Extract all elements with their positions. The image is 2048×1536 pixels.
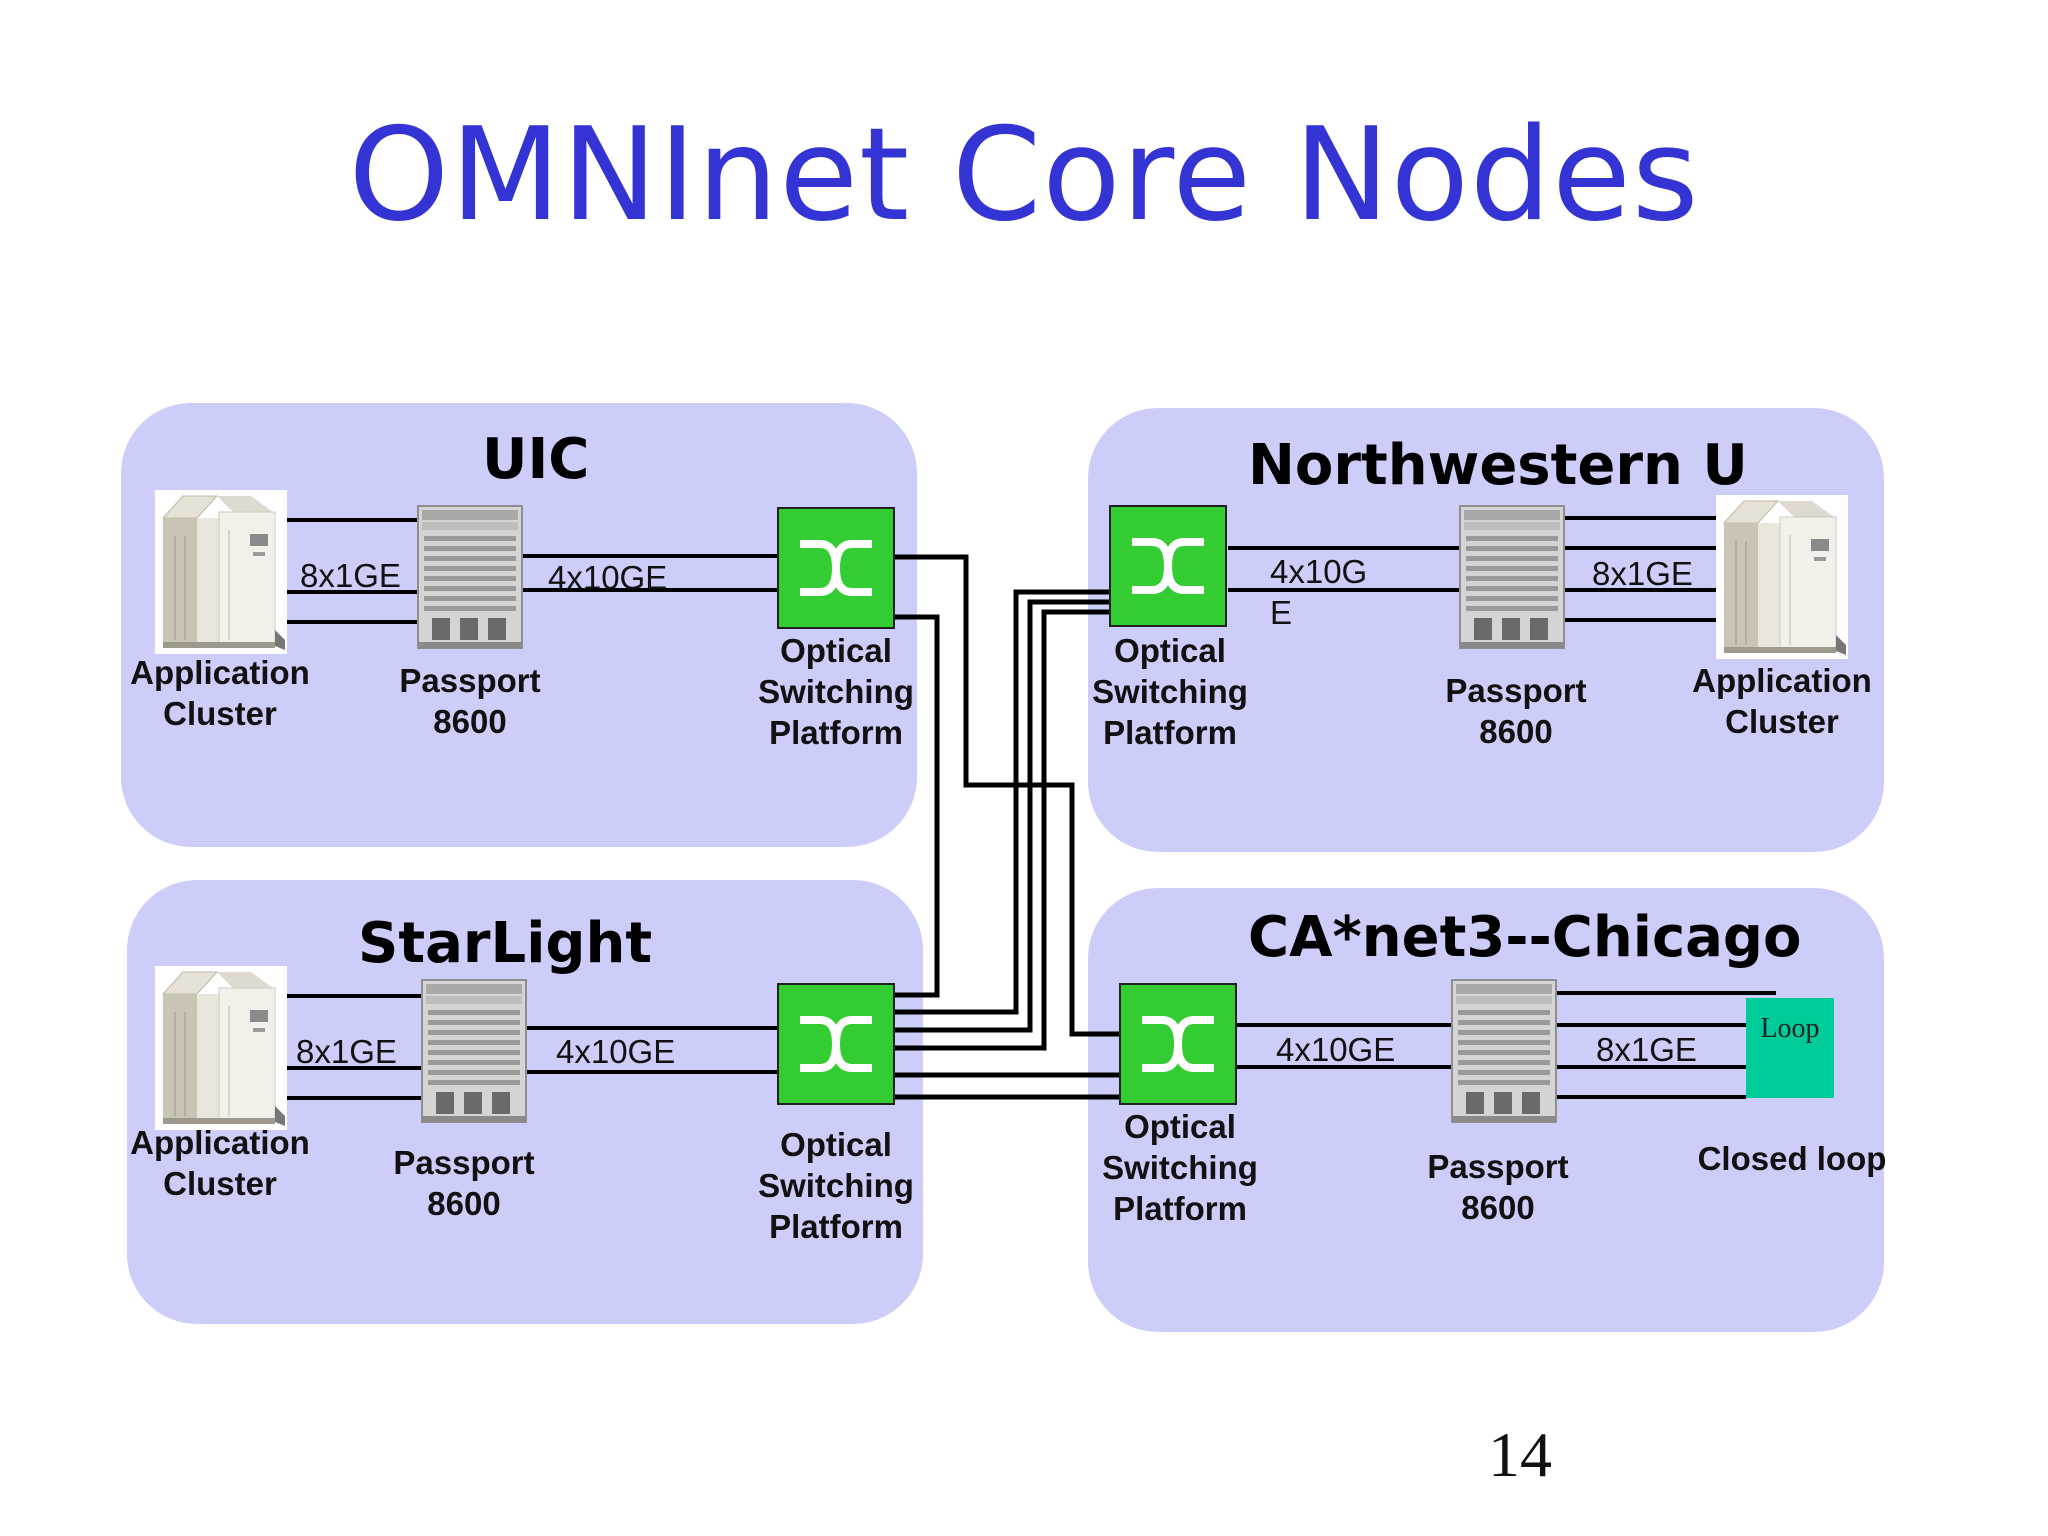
canet-links xyxy=(1236,991,1776,1099)
uic-links xyxy=(287,518,778,624)
canet-passport-8600-icon xyxy=(1451,979,1557,1123)
page-number: 14 xyxy=(1488,1419,1552,1490)
loop-box: Loop xyxy=(1746,998,1834,1098)
northwestern-application-cluster-icon xyxy=(1715,494,1849,660)
uic-application-cluster-icon xyxy=(154,489,288,655)
uic-link-4x10ge: 4x10GE xyxy=(548,559,668,596)
canet-link-4x10ge: 4x10GE xyxy=(1276,1031,1396,1068)
site-northwestern-name: Northwestern U xyxy=(1248,433,1748,498)
canet-closed-loop-label: Closed loop xyxy=(1697,1140,1887,1177)
starlight-application-cluster-icon xyxy=(154,965,288,1131)
loop-box-label: Loop xyxy=(1760,1013,1820,1044)
northwestern-passport-8600-icon xyxy=(1459,505,1565,649)
northwestern-link-8x1ge: 8x1GE xyxy=(1592,555,1693,592)
northwestern-link-4x10ge-line2: E xyxy=(1270,594,1293,631)
northwestern-links xyxy=(1228,516,1716,622)
uic-passport-8600-icon xyxy=(417,505,523,649)
starlight-link-8x1ge: 8x1GE xyxy=(296,1033,397,1070)
site-canet-name: CA*net3--Chicago xyxy=(1248,905,1802,970)
starlight-passport-8600-icon xyxy=(421,979,527,1123)
starlight-links xyxy=(287,994,778,1100)
slide-title: OMNInet Core Nodes xyxy=(348,101,1700,250)
site-uic-name: UIC xyxy=(482,427,590,492)
canet-link-8x1ge: 8x1GE xyxy=(1596,1031,1697,1068)
uic-optical-switch-icon xyxy=(778,508,894,628)
northwestern-optical-switch-icon xyxy=(1110,506,1226,626)
starlight-link-4x10ge: 4x10GE xyxy=(556,1033,676,1070)
northwestern-link-4x10ge-line1: 4x10G xyxy=(1270,553,1368,590)
inter-site-links xyxy=(895,554,1120,1100)
canet-optical-switch-icon xyxy=(1120,984,1236,1104)
starlight-optical-switch-icon xyxy=(778,984,894,1104)
uic-link-8x1ge: 8x1GE xyxy=(300,557,401,594)
site-starlight-name: StarLight xyxy=(358,911,653,976)
